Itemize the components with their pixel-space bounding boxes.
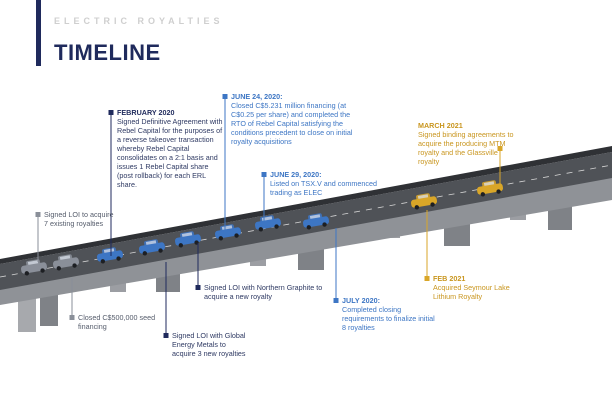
event-description: Closed C$500,000 seed financing [78,313,156,331]
event-description: Completed closing requirements to finali… [342,305,435,332]
leader-marker [424,276,430,281]
leader-marker [69,315,75,320]
car-icon [214,224,242,241]
brand-name: ELECTRIC ROYALTIES [54,16,224,26]
event-date: FEB 2021 [433,274,466,283]
leader-marker [222,94,228,99]
event-jun-29: JUNE 29, 2020:Listed on TSX.V and commen… [270,170,380,197]
lane-divider [0,164,612,278]
car-icon [52,254,80,271]
leader-marker [163,333,169,338]
event-seed: Closed C$500,000 seed financing [78,313,156,331]
event-description: Signed binding agreements to acquire the… [418,130,514,166]
car-icon [174,231,202,248]
leader-marker [261,172,267,177]
event-description: Signed LOI with Global Energy Metals to … [172,331,246,358]
event-description: Signed LOI to acquire 7 existing royalti… [44,210,114,228]
accent-bar [36,0,41,66]
cars [20,180,504,276]
event-jun-24: JUNE 24, 2020:Closed C$5.231 million fin… [231,92,363,146]
event-description: Acquired Seymour Lake Lithium Royalty [433,283,510,301]
event-date: FEBRUARY 2020 [117,108,175,117]
road-rail [0,146,612,264]
event-jul-2020: JULY 2020:Completed closing requirements… [342,296,438,332]
event-loi-7: Signed LOI to acquire 7 existing royalti… [44,210,114,228]
car-icon [410,193,438,210]
leader-marker [35,212,41,217]
car-icon [96,247,124,264]
event-date: MARCH 2021 [418,121,463,130]
event-description: Closed C$5.231 million financing (at C$0… [231,101,353,146]
event-date: JUNE 29, 2020: [270,170,322,179]
event-description: Signed LOI with Northern Graphite to acq… [204,283,323,301]
event-global-energy: Signed LOI with Global Energy Metals to … [172,331,248,358]
event-date: JUNE 24, 2020: [231,92,283,101]
leader-marker [108,110,114,115]
leader-marker [497,146,503,151]
event-northern-graphite: Signed LOI with Northern Graphite to acq… [204,283,328,301]
page-title: TIMELINE [54,40,161,65]
event-date: JULY 2020: [342,296,380,305]
road-side [0,175,612,305]
car-icon [302,213,330,230]
leader-marker [333,298,339,303]
leader-marker [195,285,201,290]
event-description: Listed on TSX.V and commenced trading as… [270,179,377,197]
leader-lines [35,94,503,338]
car-icon [138,239,166,256]
event-description: Signed Definitive Agreement with Rebel C… [117,117,223,189]
car-icon [20,259,48,276]
car-icon [476,180,504,197]
